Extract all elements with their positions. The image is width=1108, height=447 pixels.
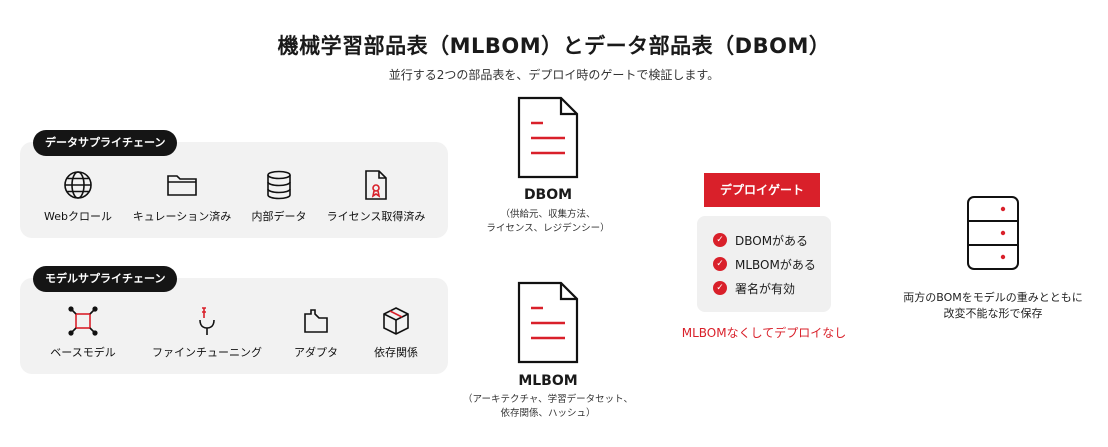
folder-icon xyxy=(167,175,197,196)
license-document-icon xyxy=(365,170,387,200)
mlbom-description: （アーキテクチャ、学習データセット、 依存関係、ハッシュ） xyxy=(463,394,633,419)
storage-description: 両方のBOMをモデルの重みとともに 改変不能な形で保存 xyxy=(903,291,1083,320)
globe-icon xyxy=(64,171,92,199)
base-model-icon xyxy=(68,306,98,336)
chain-item-label: アダプタ xyxy=(294,346,338,359)
chain-item-label: キュレーション済み xyxy=(132,210,232,223)
check-item-signature: ✓ 署名が有効 xyxy=(713,276,831,300)
model-supply-chain-label: モデルサプライチェーン xyxy=(33,266,178,292)
chain-item-label: 内部データ xyxy=(251,210,307,223)
chain-item-label: 依存関係 xyxy=(374,346,418,359)
chain-item-fine-tuning: ファインチューニング xyxy=(145,306,269,360)
dbom-title: DBOM xyxy=(523,187,573,203)
data-supply-chain-label: データサプライチェーン xyxy=(33,130,178,156)
adapter-icon xyxy=(304,309,328,333)
dbom-description: （供給元、収集方法、 ライセンス、レジデンシー） xyxy=(486,209,610,234)
check-icon: ✓ xyxy=(713,257,727,271)
chain-item-curated: キュレーション済み xyxy=(128,170,236,224)
check-icon: ✓ xyxy=(713,281,727,295)
chain-item-base-model: ベースモデル xyxy=(45,306,121,360)
data-supply-chain-panel xyxy=(20,142,448,238)
chain-item-label: ベースモデル xyxy=(50,346,116,359)
check-item-mlbom: ✓ MLBOMがある xyxy=(713,252,831,276)
check-icon: ✓ xyxy=(713,233,727,247)
chain-item-label: ファインチューニング xyxy=(152,346,262,359)
deploy-gate-header: デプロイゲート xyxy=(704,173,820,207)
package-box-icon xyxy=(383,307,409,335)
chain-item-licensed: ライセンス取得済み xyxy=(324,170,428,224)
chain-item-web-crawl: Webクロール xyxy=(42,170,114,224)
model-supply-chain-panel xyxy=(20,278,448,374)
check-item-dbom: ✓ DBOMがある xyxy=(713,228,831,252)
fine-tuning-icon xyxy=(199,307,215,335)
chain-item-dependencies: 依存関係 xyxy=(364,306,428,360)
deploy-gate-note: MLBOMなくしてデプロイなし xyxy=(681,326,847,340)
mlbom-document-icon xyxy=(517,281,579,364)
chain-item-adapter: アダプタ xyxy=(284,306,348,360)
chain-item-internal-data: 内部データ xyxy=(245,170,313,224)
chain-item-label: ライセンス取得済み xyxy=(326,210,426,223)
mlbom-title: MLBOM xyxy=(518,373,578,389)
page-subtitle: 並行する2つの部品表を、デプロイ時のゲートで検証します。 xyxy=(388,68,720,82)
server-storage-icon xyxy=(967,196,1019,270)
deploy-gate-checklist: ✓ DBOMがある ✓ MLBOMがある ✓ 署名が有効 xyxy=(697,216,831,312)
dbom-document-icon xyxy=(517,96,579,179)
page-title: 機械学習部品表（MLBOM）とデータ部品表（DBOM） xyxy=(277,34,831,58)
chain-item-label: Webクロール xyxy=(44,210,112,223)
database-icon xyxy=(267,170,291,200)
